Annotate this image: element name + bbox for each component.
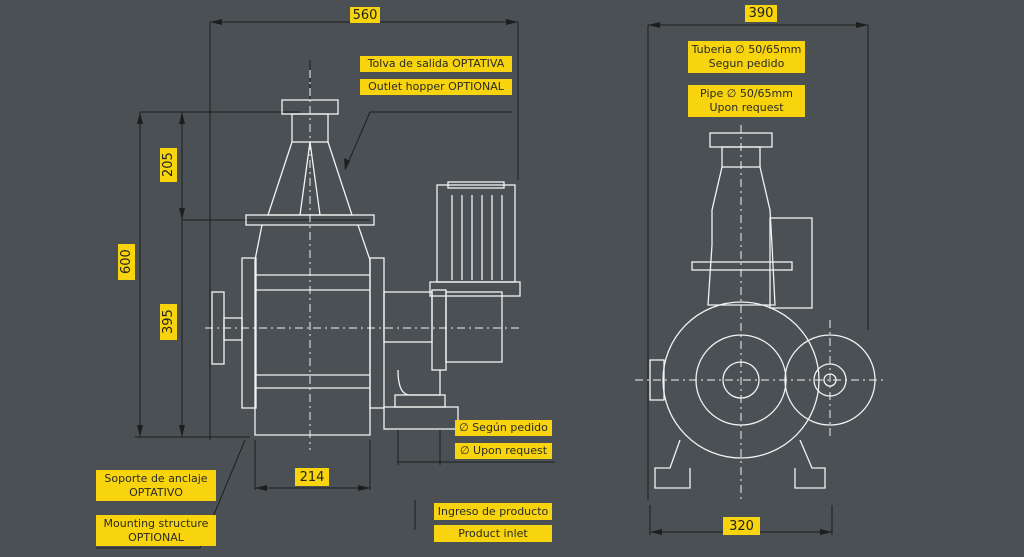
diameter-label-en: ∅ Upon request xyxy=(455,443,552,459)
pipe-label-en: Pipe ∅ 50/65mm Upon request xyxy=(688,85,805,117)
dimension-arrows xyxy=(137,19,868,535)
side-view xyxy=(649,132,876,489)
inlet-label-es: Ingreso de producto xyxy=(434,503,552,520)
inlet-label-en: Product inlet xyxy=(434,525,552,542)
mounting-label-es-line2: OPTATIVO xyxy=(129,485,183,499)
pipe-label-en-line1: Pipe ∅ 50/65mm xyxy=(700,87,793,100)
mounting-label-en: Mounting structure OPTIONAL xyxy=(96,515,216,546)
mounting-label-en-line1: Mounting structure xyxy=(103,516,209,530)
dimension-390: 390 xyxy=(745,5,777,22)
outlet-hopper-label-es: Tolva de salida OPTATIVA xyxy=(360,56,512,72)
dimension-395: 395 xyxy=(160,304,177,340)
diameter-label-es: ∅ Según pedido xyxy=(455,420,552,436)
dimension-560: 560 xyxy=(350,7,380,23)
dimension-214: 214 xyxy=(295,468,329,486)
dimension-320: 320 xyxy=(723,517,760,535)
pipe-label-en-line2: Upon request xyxy=(709,101,784,114)
mounting-label-es-line1: Soporte de anclaje xyxy=(104,471,208,485)
mounting-label-es: Soporte de anclaje OPTATIVO xyxy=(96,470,216,501)
mounting-label-en-line2: OPTIONAL xyxy=(128,530,184,544)
pipe-label-es-line1: Tuberia ∅ 50/65mm xyxy=(691,43,802,56)
center-lines xyxy=(205,70,885,500)
pipe-label-es: Tuberia ∅ 50/65mm Segun pedido xyxy=(688,41,805,73)
dimension-205: 205 xyxy=(160,148,177,182)
front-view xyxy=(211,99,521,436)
dimension-600: 600 xyxy=(118,244,135,280)
outlet-hopper-label-en: Outlet hopper OPTIONAL xyxy=(360,79,512,95)
pipe-label-es-line2: Segun pedido xyxy=(708,57,785,70)
